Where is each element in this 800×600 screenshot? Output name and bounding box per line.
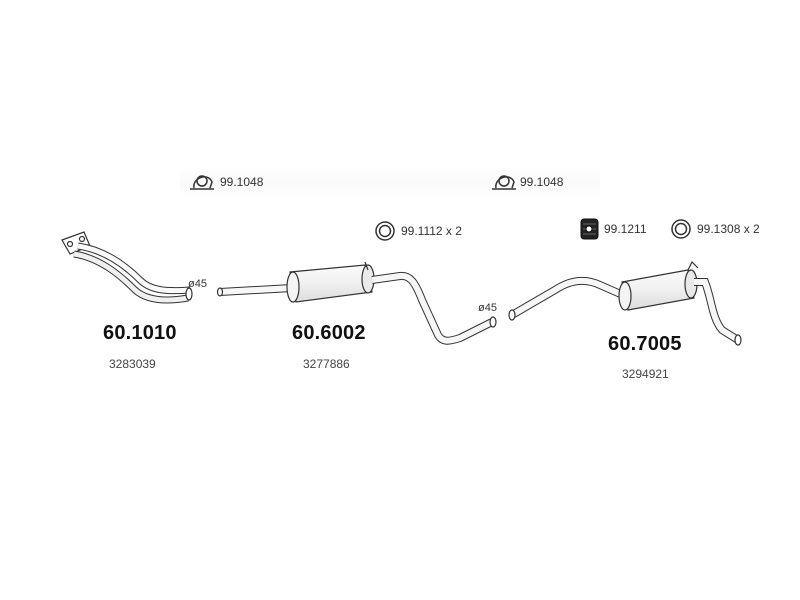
background-band (180, 166, 600, 198)
front-pipe-drawing (61, 231, 193, 304)
part-number: 60.7005 (608, 333, 682, 355)
accessory-label: 99.1048 (520, 175, 564, 189)
clamp-icon (492, 175, 516, 190)
diameter-label: ø45 (478, 302, 497, 314)
ring-gasket-icon (375, 221, 395, 241)
ring-gasket-icon (671, 219, 691, 239)
part-number: 60.1010 (103, 322, 177, 344)
clamp-icon (190, 175, 214, 190)
accessory-label: 99.1112 x 2 (401, 224, 462, 238)
reference-number: 3294921 (622, 367, 669, 381)
accessory-label: 99.1048 (220, 175, 264, 189)
reference-number: 3277886 (303, 357, 350, 371)
part-number: 60.6002 (292, 322, 366, 344)
middle-silencer-drawing (216, 261, 497, 345)
accessory-label: 99.1211 (604, 222, 647, 236)
diameter-label: ø45 (188, 278, 207, 290)
rear-silencer-drawing (508, 260, 742, 346)
rubber-mount-icon (580, 218, 599, 240)
reference-number: 3283039 (109, 357, 156, 371)
accessory-label: 99.1308 x 2 (697, 222, 760, 236)
